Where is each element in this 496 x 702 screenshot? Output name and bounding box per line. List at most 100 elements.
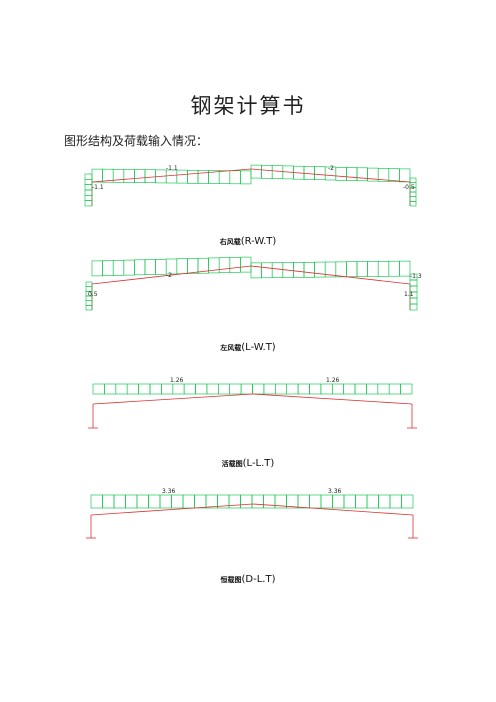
load-block [303,262,315,278]
load-block [346,167,358,181]
load-block [240,383,253,395]
caption-left-wind: 左风载(L-W.T) [0,342,496,353]
load-block [134,259,146,276]
dead-load-diagram: 3.36 3.36 [86,488,418,539]
column-load-block [409,177,417,183]
load-label-right: -1.3 [410,273,422,280]
load-block [155,258,167,275]
load-block [206,383,219,395]
load-label-left: -2 [166,272,172,279]
load-block [172,383,185,395]
load-block [271,262,284,278]
load-block [102,260,114,276]
load-block [377,383,390,395]
caption-name: 活载图 [221,460,243,468]
load-block [367,261,379,277]
load-label-left: -1.1 [166,165,178,172]
load-block [123,259,135,276]
load-block [240,256,252,273]
caption-live-load: 活载图(L-L.T) [0,458,496,469]
load-block [320,383,333,395]
column-load-right [409,273,418,311]
load-block [112,260,125,276]
caption-code: (L-W.T) [241,342,276,353]
load-block [332,494,345,509]
load-block [399,260,411,277]
load-block [401,494,414,509]
load-block [91,260,103,277]
wind-load-right-diagram: -1.1 -1.1 -2 -0.5 [84,164,417,207]
load-block [309,494,322,509]
load-block [335,167,347,181]
rafter-line [90,503,414,516]
rafter-line [91,168,411,183]
load-block [400,383,413,395]
load-block [388,260,400,277]
load-block [187,170,199,184]
load-label-left-col: 0.5 [88,291,98,298]
load-block [250,262,262,279]
rafter-line [91,265,411,285]
load-block [309,383,322,395]
column-load-block [84,184,93,191]
column-load-block [85,304,93,311]
load-block [182,494,195,509]
load-block [252,383,265,395]
load-block [187,258,199,274]
load-block [320,494,333,509]
load-block [263,494,276,509]
load-block [126,383,139,395]
caption-code: (D-L.T) [241,574,276,585]
load-block [366,383,379,395]
load-block [250,164,262,179]
load-block [261,165,273,179]
load-block [149,383,162,395]
caption-code: (R-W.T) [240,236,277,247]
load-blocks [90,494,414,509]
load-block [91,168,103,183]
load-block [229,383,242,395]
load-label-right: 3.36 [328,488,342,495]
load-label-right: 1.26 [326,377,340,384]
load-block [343,383,356,395]
load-block [314,261,326,278]
load-block [263,383,276,395]
load-block [102,494,115,509]
column-load-block [409,200,417,207]
load-block [355,494,368,509]
load-block [104,383,117,395]
load-block [115,383,128,395]
load-block [388,383,401,395]
load-block [297,383,310,395]
load-block [293,262,305,278]
column-load-block [84,194,93,201]
load-blocks [91,164,411,185]
load-block [240,494,253,509]
load-block [378,494,391,509]
load-block [134,169,146,183]
load-block [399,168,411,183]
column-load-block [84,173,93,180]
load-block [125,494,138,509]
load-label-right: -2 [328,165,334,172]
column-load-block [409,297,418,305]
load-label-right-col: -0.5 [403,184,415,191]
caption-dead-load: 恒载图(D-L.T) [0,574,496,585]
caption-code: (L-L.T) [242,458,275,469]
load-block [297,494,310,509]
load-block [331,383,344,395]
load-block [366,494,379,509]
column-load-block [84,189,93,196]
load-block [195,383,208,395]
load-block [346,261,358,277]
load-block [123,169,135,183]
load-block [389,494,402,509]
wind-load-left-diagram: 0.5 -2 -1.3 1.1 [85,256,422,311]
column-load-block [84,178,93,185]
load-label-left: 1.26 [170,377,184,384]
load-block [176,169,188,184]
load-block [286,383,299,395]
column-load-right [409,177,417,207]
column-load-block [84,200,93,207]
load-block [240,170,252,185]
